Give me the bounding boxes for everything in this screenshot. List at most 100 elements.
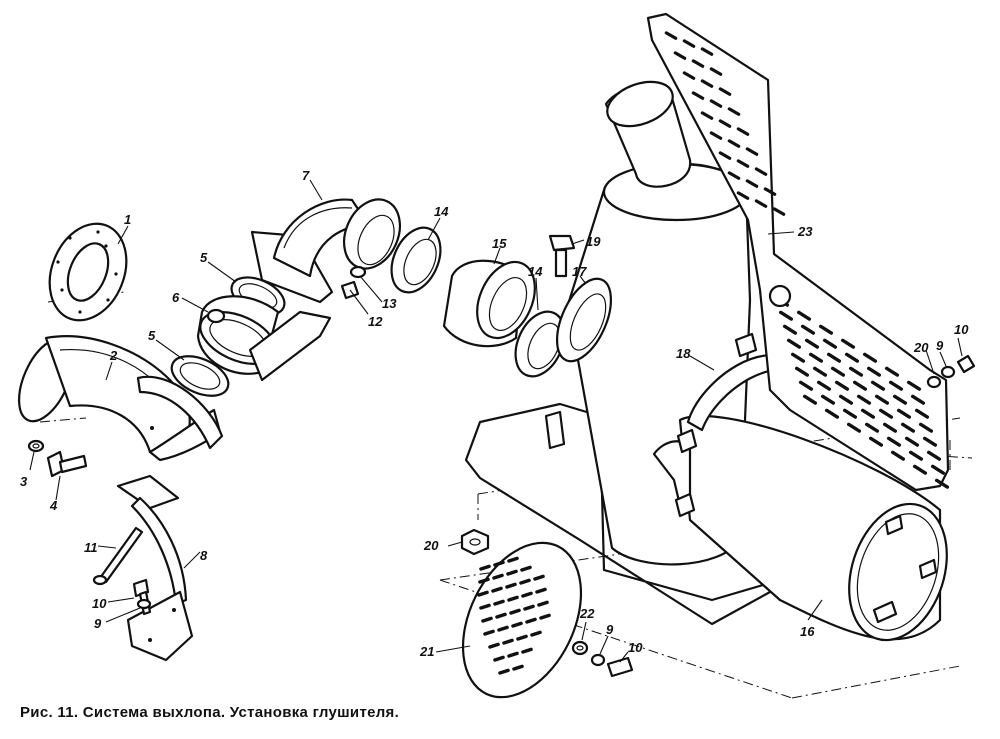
shield-slot — [912, 464, 928, 475]
shield-slot — [824, 408, 840, 419]
disc-slot — [493, 560, 505, 567]
shield-slot — [727, 107, 741, 116]
disc-slot — [502, 638, 514, 645]
disc-slot — [507, 651, 519, 658]
shield-slot — [754, 199, 768, 208]
bolt-10-right — [956, 354, 976, 374]
shield-slot — [763, 187, 777, 196]
shield-slot — [664, 31, 678, 40]
clamp-18 — [544, 332, 812, 518]
shield-slot — [812, 366, 828, 377]
disc-slot — [481, 616, 493, 623]
label-1: 1 — [124, 212, 131, 227]
label-9-lower: 9 — [606, 622, 614, 637]
shield-slot — [884, 366, 900, 377]
bracket-8 — [116, 474, 194, 662]
washer-3 — [27, 439, 45, 453]
shield-slot — [718, 119, 732, 128]
muffler-inlet-17 — [555, 277, 613, 363]
shield-slot — [794, 366, 810, 377]
disc-slot — [505, 582, 517, 589]
shield-slot — [822, 338, 838, 349]
label-10-right: 10 — [954, 322, 969, 337]
shield-slot — [818, 324, 834, 335]
figure-caption: Рис. 11. Система выхлопа. Установка глуш… — [20, 704, 400, 721]
label-19: 19 — [586, 234, 601, 249]
shield-slot — [892, 394, 908, 405]
shield-slot — [842, 408, 858, 419]
label-23: 23 — [797, 224, 813, 239]
label-10-lower: 10 — [628, 640, 643, 655]
callout-labels: 1 2 3 4 5 5 6 7 8 9 9 9 10 10 10 11 12 1… — [20, 168, 969, 659]
shield-slot — [700, 47, 714, 56]
label-22: 22 — [579, 606, 595, 621]
shield-slot — [834, 380, 850, 391]
shield-slot — [860, 408, 876, 419]
shield-slot — [874, 394, 890, 405]
disc-slot — [511, 621, 523, 628]
shield-slot — [900, 422, 916, 433]
shield-slot — [918, 422, 934, 433]
exhaust-pipe-2 — [17, 335, 224, 462]
disc-slot — [479, 603, 491, 610]
gasket-5-lower — [170, 355, 230, 397]
label-20-floor: 20 — [423, 538, 439, 553]
disc-slot — [507, 595, 519, 602]
muffler-16 — [558, 80, 948, 642]
shield-slot — [782, 324, 798, 335]
label-10-bracket: 10 — [92, 596, 107, 611]
shield-slot — [922, 436, 938, 447]
elbow-pipe-7 — [248, 198, 402, 382]
bolt-11 — [92, 526, 144, 586]
shield-slot — [778, 310, 794, 321]
shield-slot — [802, 394, 818, 405]
label-3: 3 — [20, 474, 28, 489]
nut-20 — [460, 528, 490, 556]
label-17: 17 — [572, 264, 587, 279]
label-8: 8 — [200, 548, 208, 563]
label-2: 2 — [109, 348, 118, 363]
shield-slot — [848, 366, 864, 377]
shield-slot — [890, 450, 906, 461]
disc-slot — [525, 617, 537, 624]
label-6: 6 — [172, 290, 180, 305]
label-18: 18 — [676, 346, 691, 361]
shield-slot — [868, 436, 884, 447]
disc-slot — [479, 564, 491, 571]
label-5-lower: 5 — [148, 328, 156, 343]
disc-slot — [498, 668, 510, 675]
disc-slot — [506, 569, 518, 576]
bolt-10-lower — [606, 656, 634, 678]
shield-slot — [856, 394, 872, 405]
washer-9-bracket — [136, 598, 152, 610]
shield-slot — [830, 366, 846, 377]
shield-slot — [926, 450, 942, 461]
coupling-sleeve-15 — [442, 259, 536, 348]
washer-9-lower — [590, 653, 606, 667]
disc-slot — [495, 612, 507, 619]
disc-slot — [520, 565, 532, 572]
shield-slot — [745, 179, 759, 188]
shield-slot — [882, 422, 898, 433]
shield-slot — [866, 366, 882, 377]
disc-slot — [492, 573, 504, 580]
shield-slot — [700, 111, 714, 120]
shield-slot — [906, 380, 922, 391]
shield-slot — [852, 380, 868, 391]
disc-slot — [521, 647, 533, 654]
shield-slot — [904, 436, 920, 447]
shield-slot — [772, 207, 786, 216]
shield-slot — [910, 394, 926, 405]
shield-slot — [709, 99, 723, 108]
shield-slot — [718, 151, 732, 160]
label-20-right: 20 — [913, 340, 929, 355]
leader-lines — [29, 179, 963, 663]
nut-13 — [349, 265, 367, 279]
shield-slot — [934, 478, 950, 489]
shield-slot — [736, 191, 750, 200]
shield-slot — [888, 380, 904, 391]
bolt-19 — [548, 234, 576, 278]
disc-slot — [539, 613, 551, 620]
disc-slot — [523, 604, 535, 611]
